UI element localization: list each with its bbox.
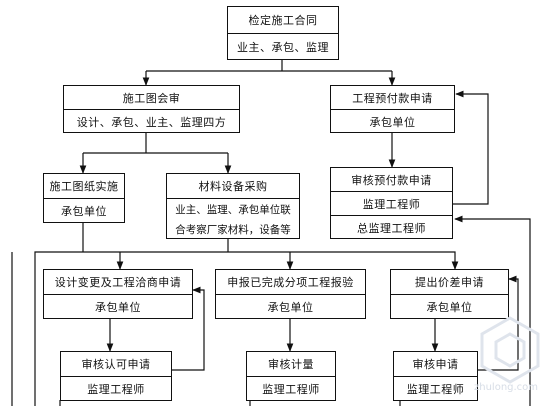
box-completed-report-unit: 承包单位: [216, 294, 365, 319]
box-review-approval-title: 审核认可申请: [81, 358, 151, 371]
box-price-diff-title: 提出价差申请: [415, 276, 484, 289]
box-advance-request-unit: 承包单位: [331, 109, 454, 133]
box-review-request-engineer: 监理工程师: [394, 376, 477, 401]
box-drawing-review-title: 施工图会审: [122, 91, 181, 105]
box-review-measure-engineer: 监理工程师: [247, 376, 335, 401]
zhulong-logo-icon: [480, 316, 540, 384]
connector-contract-split: [146, 59, 392, 72]
box-drawing-impl: 施工图纸实施 承包单位: [43, 173, 125, 223]
box-review-request: 审核申请 监理工程师: [393, 351, 478, 401]
outer-loop-right: [454, 215, 531, 406]
watermark-text: zhulong.com: [474, 382, 539, 393]
box-advance-request-title: 工程预付款申请: [352, 91, 433, 105]
box-advance-request: 工程预付款申请 承包单位: [330, 85, 455, 133]
box-design-change-title: 设计变更及工程洽商申请: [54, 276, 182, 289]
box-drawing-review-parties: 设计、承包、业主、监理四方: [64, 109, 239, 133]
box-drawing-impl-title: 施工图纸实施: [49, 180, 119, 193]
connector-review-split: [83, 132, 228, 154]
feedback-advance-loop: [453, 90, 489, 205]
box-review-advance-engineer: 监理工程师: [331, 191, 452, 215]
box-contract-parties: 业主、承包、监理: [228, 33, 338, 60]
feedback-price-loop: [478, 275, 519, 371]
box-review-measure: 审核计量 监理工程师: [246, 351, 336, 401]
box-design-change: 设计变更及工程洽商申请 承包单位: [43, 269, 193, 319]
box-review-advance-title: 审核预付款申请: [351, 173, 432, 187]
box-contract-title: 检定施工合同: [248, 14, 318, 27]
box-drawing-review: 施工图会审 设计、承包、业主、监理四方: [63, 85, 240, 133]
box-review-measure-title: 审核计量: [268, 358, 314, 371]
box-review-advance-chief: 总监理工程师: [331, 215, 452, 239]
box-completed-report: 申报已完成分项工程报验 承包单位: [215, 269, 366, 319]
arrow-to-price-diff: [300, 251, 459, 270]
box-design-change-unit: 承包单位: [44, 294, 192, 319]
box-procurement-line-1: 业主、监理、承包单位联: [167, 198, 299, 219]
box-review-request-title: 审核申请: [412, 358, 459, 371]
box-procurement-title: 材料设备采购: [198, 180, 268, 193]
outer-loop-line: [34, 251, 300, 406]
box-price-diff: 提出价差申请 承包单位: [390, 269, 509, 319]
box-review-advance: 审核预付款申请 监理工程师 总监理工程师: [330, 167, 453, 239]
box-drawing-impl-unit: 承包单位: [44, 198, 124, 223]
box-procurement: 材料设备采购 业主、监理、承包单位联 合考察厂家材料，设备等: [166, 173, 300, 239]
box-price-diff-unit: 承包单位: [391, 294, 508, 319]
box-review-approval-engineer: 监理工程师: [61, 376, 171, 401]
box-contract: 检定施工合同 业主、承包、监理: [227, 6, 339, 60]
box-procurement-line-2: 合考察厂家材料，设备等: [175, 223, 291, 236]
box-completed-report-title: 申报已完成分项工程报验: [227, 276, 354, 289]
feedback-design-loop: [172, 286, 205, 371]
box-review-approval: 审核认可申请 监理工程师: [60, 351, 172, 401]
